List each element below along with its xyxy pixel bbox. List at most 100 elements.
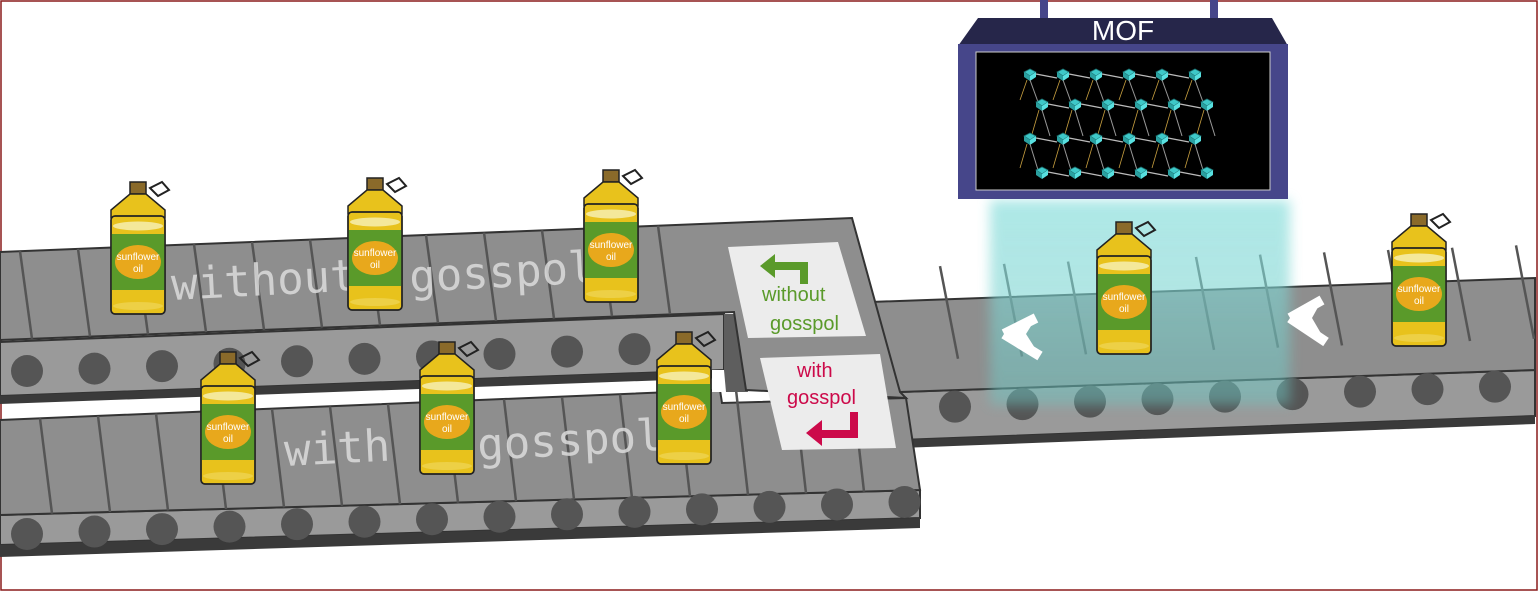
belt-slat (482, 232, 498, 321)
mof-linker (1047, 103, 1070, 109)
belt-slat (560, 396, 576, 500)
roller (483, 500, 516, 533)
belt-slat (270, 408, 286, 508)
mof-linker (1095, 143, 1105, 171)
mof-linker (1128, 79, 1138, 103)
belt-slat (18, 251, 34, 339)
roller (821, 488, 853, 521)
roller (213, 510, 246, 543)
mof-linker (1052, 79, 1061, 101)
mof-linker (1161, 79, 1171, 103)
mof-linker (1031, 109, 1040, 135)
roller (939, 390, 971, 423)
mof-linker (1080, 171, 1103, 177)
mof-linker (1140, 109, 1150, 137)
mof-linker (1184, 143, 1193, 169)
bottle-label-line1: sunflower (590, 240, 633, 251)
belt-slat (386, 403, 402, 505)
bottle-label-line1: sunflower (1398, 284, 1441, 295)
roller (416, 503, 448, 536)
mof-linker (1118, 79, 1127, 101)
mof-linker (1107, 109, 1117, 137)
upper-belt-label-2: gosspol (408, 242, 596, 303)
bottle-label-line2: oil (679, 414, 689, 425)
mof-linker (1167, 73, 1190, 79)
belt-slat (1514, 245, 1536, 340)
mof-linker (1041, 109, 1051, 137)
mof-linker (1151, 143, 1160, 169)
mof-linker (1118, 143, 1127, 169)
roller (78, 515, 111, 548)
bottle-label-line1: sunflower (354, 248, 397, 259)
bottle-label-line1: sunflower (117, 252, 160, 263)
roller (1479, 370, 1511, 403)
mof-linker (1068, 73, 1091, 79)
mof-device: MOF (958, 0, 1288, 199)
mof-crystal-structure (1019, 68, 1216, 180)
bottle-label-line1: sunflower (663, 402, 706, 413)
belt-slat (734, 389, 750, 495)
mof-linker (1194, 143, 1204, 171)
bottle-label-line2: oil (370, 260, 380, 271)
belt-slat (250, 241, 266, 330)
mof-linker (1085, 143, 1094, 169)
bottle-label-line1: sunflower (207, 422, 250, 433)
roller (618, 495, 651, 528)
mof-linker (1134, 73, 1157, 79)
mof-linker (1035, 137, 1058, 143)
mof-linker (1074, 109, 1084, 137)
mof-linker (1113, 103, 1136, 109)
upper-belt-label-1: without (170, 250, 358, 311)
mof-linker (1052, 143, 1061, 169)
belt-text: without gosspol with gosspol (170, 242, 664, 477)
mof-linker (1179, 171, 1202, 177)
bottle-label-line1: sunflower (1103, 292, 1146, 303)
belt-slat (154, 413, 170, 511)
bottle-label-line2: oil (1414, 296, 1424, 307)
belt-slat (76, 248, 92, 337)
mof-linker (1101, 73, 1124, 79)
mof-linker (1184, 79, 1193, 101)
bottle-label-line2: oil (133, 264, 143, 275)
bottle-label-line2: oil (223, 434, 233, 445)
bottle-label-line2: oil (606, 252, 616, 263)
belt-slat (656, 225, 672, 315)
mof-linker (1047, 171, 1070, 177)
roller (618, 333, 651, 366)
lower-belt-label-2: gosspol (476, 410, 664, 471)
roller (348, 342, 381, 375)
mof-linker (1173, 109, 1183, 137)
mof-linker (1151, 79, 1160, 101)
mof-linker (1146, 103, 1169, 109)
mof-linker (1101, 137, 1124, 143)
mof-linker (1167, 137, 1190, 143)
mof-linker (1019, 143, 1028, 169)
roller (11, 355, 43, 388)
lower-belt-label-1: with (283, 421, 391, 477)
sign-with-gosspol: with gosspol (760, 354, 896, 450)
roller (146, 513, 178, 546)
mof-linker (1095, 79, 1105, 103)
roller (686, 493, 718, 526)
arrow-right-down-turn-icon (806, 412, 858, 446)
belt-slat (1450, 247, 1472, 342)
mof-linker (1179, 103, 1202, 109)
upper-conveyor (0, 216, 909, 404)
sign-without-line2: gosspol (770, 313, 839, 335)
mof-linker (1035, 73, 1058, 79)
bottle-label-line2: oil (442, 424, 452, 435)
mof-linker (1194, 79, 1204, 103)
roller (281, 345, 313, 378)
sign-without-gosspol: without gosspol (728, 242, 866, 338)
mof-linker (1064, 109, 1073, 135)
mof-linker (1097, 109, 1106, 135)
sign-with-line2: gosspol (787, 387, 856, 409)
arrow-left-turn-icon (760, 254, 808, 284)
roller (146, 350, 178, 383)
mof-linker (1161, 143, 1171, 171)
mof-linker (1163, 109, 1172, 135)
